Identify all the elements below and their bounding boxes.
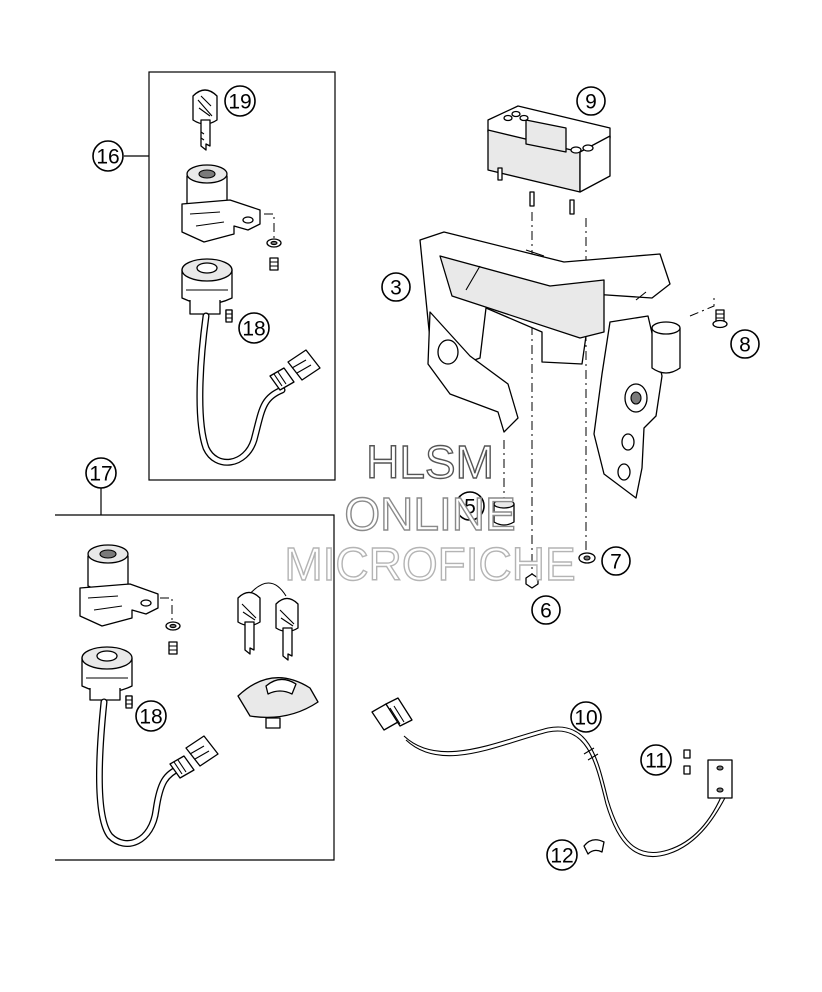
ignition-switch-assembly-17	[81, 646, 219, 847]
callout-3: 3	[381, 272, 411, 302]
callout-label-17: 17	[89, 463, 112, 486]
cable-harness-part-10	[371, 697, 729, 858]
spare-keys-17	[237, 582, 299, 661]
speedometer-part-9	[487, 105, 611, 215]
callout-6: 6	[531, 595, 561, 625]
callout-label-6: 6	[540, 600, 552, 623]
callout-5: 5	[455, 491, 485, 521]
callout-label-5: 5	[464, 496, 476, 519]
watermark-line-3: MICROFICHE	[284, 538, 575, 590]
nut-part-6	[525, 573, 539, 589]
watermark: HLSM ONLINE MICROFICHE	[284, 435, 577, 590]
callout-label-8: 8	[739, 334, 751, 357]
callout-7: 7	[601, 546, 631, 576]
callout-label-18b: 18	[139, 706, 162, 729]
callout-label-7: 7	[610, 551, 622, 574]
callout-19: 19	[224, 85, 256, 117]
callout-label-10: 10	[574, 707, 597, 730]
group-frame-17	[55, 488, 335, 861]
screw-part-8	[712, 309, 728, 329]
fuel-cap-cover-17	[237, 677, 319, 729]
callout-label-16: 16	[96, 146, 119, 169]
rubber-bushing-part-5	[493, 499, 515, 526]
callout-label-9: 9	[585, 91, 597, 114]
callout-label-18a: 18	[242, 318, 265, 341]
callout-18b: 18	[135, 700, 167, 732]
callout-17: 17	[85, 457, 117, 489]
washer-part-7	[578, 552, 596, 564]
callout-12: 12	[546, 839, 578, 871]
ignition-key-part-19	[192, 89, 218, 151]
group-frame-16	[124, 71, 336, 481]
instrument-bracket-part-3	[419, 231, 715, 499]
callout-9: 9	[576, 86, 606, 116]
screw-part-18a	[225, 309, 233, 323]
ignition-switch-assembly-16	[181, 258, 321, 466]
callout-18a: 18	[238, 312, 270, 344]
callout-label-3: 3	[390, 277, 402, 300]
callout-11: 11	[640, 744, 672, 776]
screw-part-18b	[125, 695, 133, 709]
ignition-lock-body-16	[181, 164, 282, 271]
watermark-line-2: ONLINE	[344, 488, 515, 540]
callout-label-12: 12	[550, 845, 573, 868]
callout-label-11: 11	[645, 750, 667, 773]
callout-16: 16	[92, 140, 124, 172]
cable-clip-part-12	[583, 839, 605, 855]
ignition-lock-body-17	[79, 544, 181, 655]
callout-8: 8	[730, 329, 760, 359]
callout-10: 10	[570, 701, 602, 733]
sensor-part-11	[683, 749, 733, 799]
watermark-line-1: HLSM	[366, 436, 494, 488]
callout-label-19: 19	[228, 91, 251, 114]
